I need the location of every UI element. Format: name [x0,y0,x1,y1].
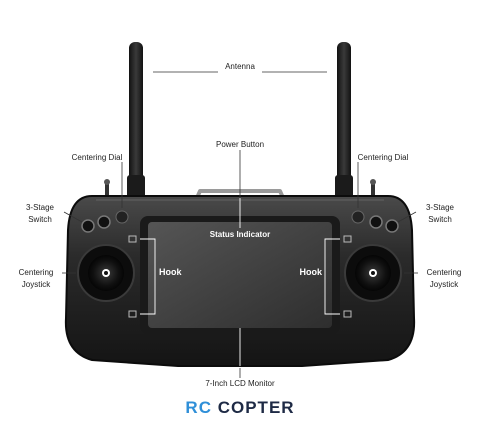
label-hook-right: Hook [299,267,323,277]
label-switch-left-2: Switch [28,215,52,224]
leader-lines [62,71,418,378]
label-joystick-right-1: Centering [426,268,462,277]
button-left-2 [97,215,111,229]
logo-part-rc: RC [185,398,212,417]
logo-part-copter: COPTER [217,398,295,417]
label-monitor: 7-Inch LCD Monitor [205,379,275,388]
switch-toggle-right [370,179,376,196]
label-joystick-left-2: Joystick [21,280,51,289]
button-left-1 [81,219,95,233]
lcd-screen [148,222,332,328]
label-joystick-left-1: Centering [18,268,54,277]
joystick-left [77,244,135,302]
switch-toggle-left [104,179,110,196]
label-joystick-right-2: Joystick [429,280,459,289]
rc-copter-logo: RC COPTER [178,398,302,418]
label-hook-left: Hook [159,267,182,277]
button-right-2 [369,215,383,229]
label-switch-right-2: Switch [428,215,452,224]
centering-dial-left [115,210,129,224]
label-power-button: Power Button [215,140,265,149]
antenna-right [335,42,353,201]
label-switch-left-1: 3-Stage [25,203,55,212]
label-centering-dial-right: Centering Dial [357,153,409,162]
label-centering-dial-left: Centering Dial [71,153,123,162]
antenna-left [127,42,145,201]
button-right-1 [385,219,399,233]
centering-dial-right [351,210,365,224]
hook-brackets [140,198,340,366]
joystick-right [344,244,402,302]
label-antenna: Antenna [225,62,255,71]
label-status-indicator: Status Indicator [209,230,271,239]
label-switch-right-1: 3-Stage [425,203,455,212]
